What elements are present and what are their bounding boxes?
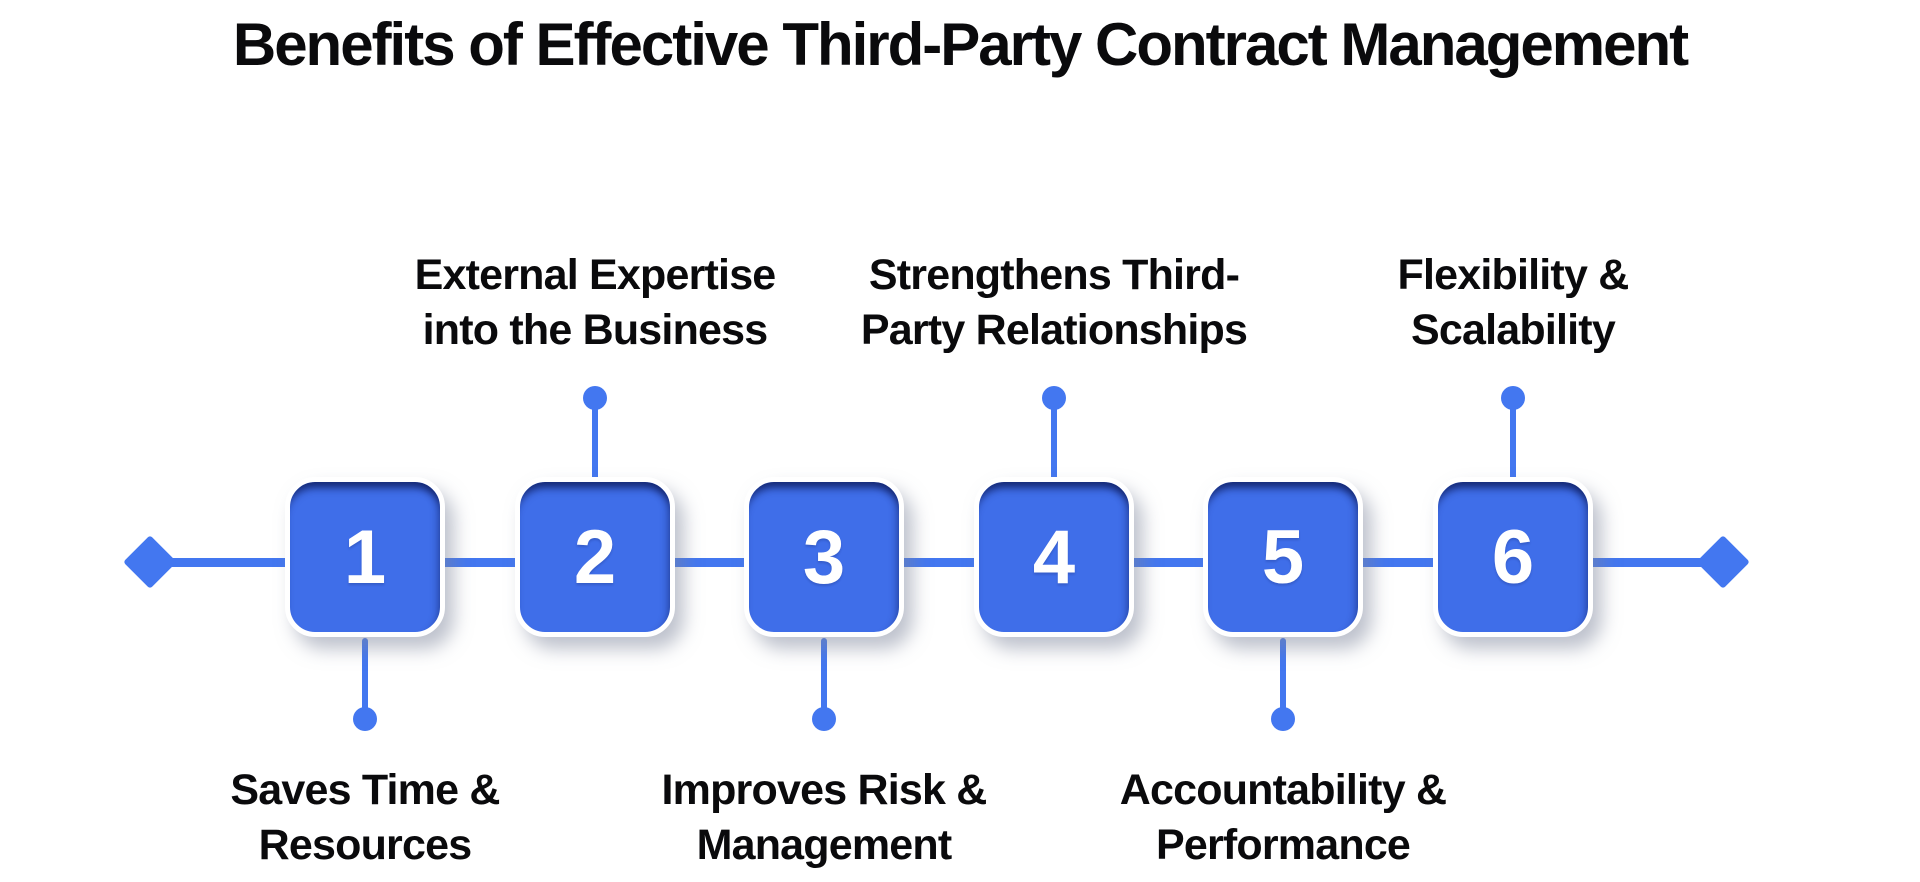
step-number-box: 1 [285, 477, 445, 637]
step-label-line-1: Saves Time & [230, 766, 500, 814]
step-number: 5 [1261, 514, 1305, 600]
connector-stem [362, 638, 368, 712]
step-label: Improves Risk & Management [574, 763, 1074, 873]
step-label-line-2: Scalability [1411, 306, 1616, 354]
connector-stem [1510, 404, 1516, 482]
step-number: 1 [343, 514, 387, 600]
step-label-line-1: External Expertise [414, 251, 777, 299]
connector-stem [1280, 638, 1286, 712]
step-label: Flexibility & Scalability [1263, 248, 1763, 358]
axis-end-diamond-icon [1696, 535, 1750, 589]
step-label: External Expertise into the Business [345, 248, 845, 358]
step-number-box: 5 [1203, 477, 1363, 637]
step-number-box: 6 [1433, 477, 1593, 637]
step-number-box: 3 [744, 477, 904, 637]
connector-dot-icon [583, 386, 607, 410]
step-label: Strengthens Third- Party Relationships [804, 248, 1304, 358]
connector-dot-icon [353, 707, 377, 731]
connector-dot-icon [1042, 386, 1066, 410]
connector-stem [821, 638, 827, 712]
step-label-line-1: Flexibility & [1397, 251, 1630, 299]
step-label-line-2: Performance [1155, 821, 1411, 869]
connector-dot-icon [1501, 386, 1525, 410]
connector-stem [592, 404, 598, 482]
step-label-line-2: Resources [258, 821, 473, 869]
step-label-line-1: Strengthens Third- [868, 251, 1240, 299]
step-number: 2 [573, 514, 617, 600]
step-number-box: 2 [515, 477, 675, 637]
connector-dot-icon [812, 707, 836, 731]
connector-stem [1051, 404, 1057, 482]
axis-start-diamond-icon [123, 535, 177, 589]
step-label: Accountability & Performance [1033, 763, 1533, 873]
step-label-line-2: Management [696, 821, 953, 869]
step-number: 4 [1032, 514, 1076, 600]
step-label-line-1: Improves Risk & [661, 766, 988, 814]
step-label: Saves Time & Resources [115, 763, 615, 873]
page-title: Benefits of Effective Third-Party Contra… [232, 11, 1689, 78]
timeline-axis [150, 558, 1723, 567]
connector-dot-icon [1271, 707, 1295, 731]
step-number-box: 4 [974, 477, 1134, 637]
step-number: 3 [802, 514, 846, 600]
step-label-line-2: into the Business [422, 306, 769, 354]
step-label-line-2: Party Relationships [860, 306, 1248, 354]
step-label-line-1: Accountability & [1119, 766, 1447, 814]
step-number: 6 [1491, 514, 1535, 600]
